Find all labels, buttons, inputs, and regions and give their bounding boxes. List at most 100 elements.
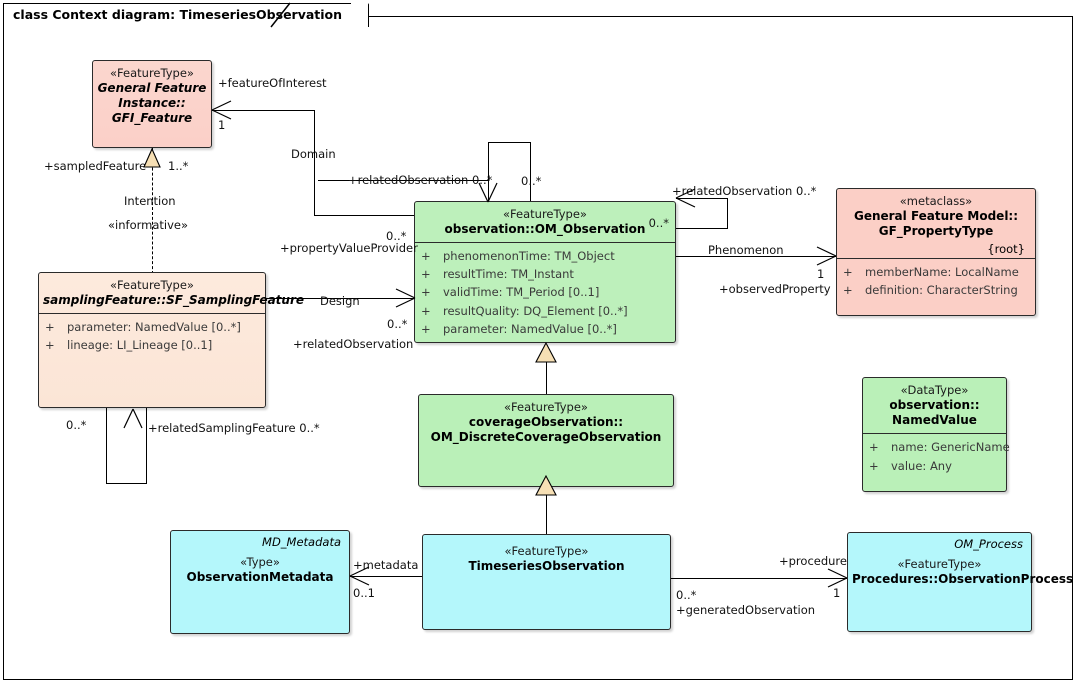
label-observedproperty-mult: 1 — [817, 267, 825, 281]
label-relatedobservation-top-mult: 0..* — [521, 174, 542, 188]
attribute-text: parameter: NamedValue [0..*] — [443, 321, 617, 336]
class-om-discretecoverageobservation-name-1: coverageObservation:: — [468, 414, 624, 429]
label-procedure: +procedure — [779, 554, 847, 568]
visibility-marker: + — [421, 285, 431, 300]
attribute-text: resultTime: TM_Instant — [443, 267, 574, 282]
line-sfloop-h — [106, 483, 147, 484]
visibility-marker: + — [869, 440, 879, 455]
attribute-row: +definition: CharacterString — [843, 281, 1031, 299]
label-metadata-mult: 0..1 — [353, 586, 375, 600]
line-selfloop-right-h1 — [676, 198, 728, 199]
attribute-text: lineage: LI_Lineage [0..1] — [67, 338, 213, 353]
class-namedvalue-name-1: observation:: — [889, 397, 980, 412]
visibility-marker: + — [421, 321, 431, 336]
attribute-text: resultQuality: DQ_Element [0..*] — [443, 303, 628, 318]
visibility-marker: + — [869, 458, 879, 473]
class-timeseriesobservation-name: TimeseriesObservation — [468, 558, 625, 573]
attribute-row: +value: Any — [869, 457, 1002, 475]
class-observationmetadata-stereotype: «Type» — [240, 555, 280, 569]
class-gf-propertytype[interactable]: «metaclass» General Feature Model:: GF_P… — [836, 188, 1036, 316]
line-gen-coverage-ts — [546, 487, 547, 534]
line-selfloop-top-left-v — [488, 142, 489, 202]
visibility-marker: + — [421, 249, 431, 264]
class-gfi-feature-stereotype: «FeatureType» — [110, 66, 194, 80]
line-sfloop-right-v — [146, 408, 147, 484]
line-metadata-h — [350, 576, 422, 577]
visibility-marker: + — [421, 267, 431, 282]
class-om-observation[interactable]: «FeatureType» observation::OM_Observatio… — [414, 201, 676, 343]
class-gfi-feature-name-3: GFI_Feature — [111, 111, 193, 126]
class-namedvalue-header: «DataType» observation:: NamedValue — [863, 378, 1006, 433]
label-informative: «informative» — [108, 218, 189, 232]
class-om-discretecoverageobservation-stereotype: «FeatureType» — [504, 400, 588, 414]
class-timeseriesobservation[interactable]: «FeatureType» TimeseriesObservation — [422, 534, 671, 630]
class-om-observation-header: «FeatureType» observation::OM_Observatio… — [415, 202, 675, 242]
label-design-mult: 0..* — [387, 317, 408, 331]
class-om-discretecoverageobservation-name-2: OM_DiscreteCoverageObservation — [430, 430, 662, 445]
attribute-row: + phenomenonTime: TM_Object — [421, 247, 671, 265]
class-observationmetadata-name: ObservationMetadata — [186, 569, 334, 584]
line-sampledfeature-dashed — [152, 148, 153, 274]
label-relatedobservation-topleft: +relatedObservation 0..* — [348, 173, 493, 187]
class-namedvalue-attributes: +name: GenericName +value: Any — [863, 433, 1010, 478]
class-gf-propertytype-stereotype: «metaclass» — [899, 194, 973, 208]
label-relatedobservation-left: +relatedObservation — [293, 337, 414, 351]
line-relatedobs-topleft-h — [318, 180, 488, 181]
class-om-discretecoverageobservation[interactable]: «FeatureType» coverageObservation:: OM_D… — [418, 394, 674, 487]
label-sampledfeature: +sampledFeature — [44, 159, 147, 173]
label-generatedobservation: +generatedObservation — [676, 603, 816, 617]
line-selfloop-right-h2 — [676, 228, 728, 229]
diagram-title-tab: class Context diagram: TimeseriesObserva… — [3, 2, 370, 29]
label-relatedobservation-right: +relatedObservation 0..* — [672, 184, 817, 198]
attribute-row: +name: GenericName — [869, 438, 1010, 456]
class-observationprocess-name: Procedures::ObservationProcess — [852, 571, 1074, 586]
class-om-observation-name: observation::OM_Observation — [444, 221, 646, 236]
class-sf-samplingfeature[interactable]: «FeatureType» samplingFeature::SF_Sampli… — [38, 272, 304, 408]
label-relatedsamplingfeature: +relatedSamplingFeature 0..* — [148, 421, 320, 435]
line-selfloop-top-h — [488, 142, 531, 143]
label-generatedobservation-mult: 0..* — [676, 588, 697, 602]
attribute-row: +resultQuality: DQ_Element [0..*] — [421, 302, 671, 320]
class-observationmetadata-header: «Type» ObservationMetadata — [171, 549, 349, 590]
attribute-row: +memberName: LocalName — [843, 263, 1031, 281]
class-gf-propertytype-constraint: {root} — [987, 242, 1025, 257]
label-featureofinterest-mult: 1 — [218, 118, 226, 132]
visibility-marker: + — [843, 265, 853, 280]
class-sf-samplingfeature-stereotype: «FeatureType» — [110, 278, 194, 292]
class-timeseriesobservation-stereotype: «FeatureType» — [504, 544, 589, 558]
class-namedvalue-name-2: NamedValue — [892, 413, 977, 428]
attribute-row: + parameter: NamedValue [0..*] — [421, 320, 671, 338]
line-sfloop-left-v — [106, 408, 107, 484]
class-gfi-feature[interactable]: «FeatureType» General Feature Instance::… — [92, 60, 212, 148]
class-om-discretecoverageobservation-header: «FeatureType» coverageObservation:: OM_D… — [419, 395, 673, 450]
line-featureofinterest-h — [212, 110, 315, 111]
class-observationmetadata[interactable]: MD_Metadata «Type» ObservationMetadata — [170, 530, 350, 634]
label-propertyvalueprovider-mult: 0..* — [386, 229, 407, 243]
class-sf-samplingfeature-name: samplingFeature::SF_SamplingFeature — [43, 292, 304, 307]
class-observationprocess-stereotype: «FeatureType» — [897, 557, 982, 571]
class-gfi-feature-header: «FeatureType» General Feature Instance::… — [93, 61, 211, 132]
class-om-observation-corner-multiplicity: 0..* — [648, 216, 669, 230]
class-observationmetadata-tag: MD_Metadata — [262, 535, 341, 549]
class-namedvalue-stereotype: «DataType» — [900, 383, 969, 397]
class-observationprocess-tag: OM_Process — [954, 537, 1023, 551]
line-design-h — [266, 298, 415, 299]
attribute-row: + validTime: TM_Period [0..1] — [421, 283, 671, 301]
line-selfloop-right-v — [727, 198, 728, 228]
attribute-row: +parameter: NamedValue [0..*] — [45, 318, 261, 336]
attribute-text: parameter: NamedValue [0..*] — [67, 320, 241, 335]
class-gfi-feature-name-2: Instance:: — [118, 96, 186, 111]
label-relatedsamplingfeature-mult: 0..* — [66, 418, 87, 432]
class-gf-propertytype-name-1: General Feature Model:: — [853, 208, 1019, 223]
visibility-marker: + — [45, 338, 55, 353]
line-gen-om-coverage — [546, 355, 547, 394]
label-observedproperty: +observedProperty — [719, 282, 831, 296]
class-namedvalue[interactable]: «DataType» observation:: NamedValue +nam… — [862, 377, 1010, 492]
label-intention: Intention — [124, 194, 176, 208]
class-observationprocess-header: «FeatureType» Procedures::ObservationPro… — [848, 551, 1074, 592]
class-sf-samplingfeature-attributes: +parameter: NamedValue [0..*] + lineage: … — [39, 313, 265, 358]
class-observationprocess[interactable]: OM_Process «FeatureType» Procedures::Obs… — [847, 532, 1074, 632]
attribute-text: validTime: TM_Period [0..1] — [443, 285, 600, 300]
attribute-text: phenomenonTime: TM_Object — [443, 249, 615, 264]
